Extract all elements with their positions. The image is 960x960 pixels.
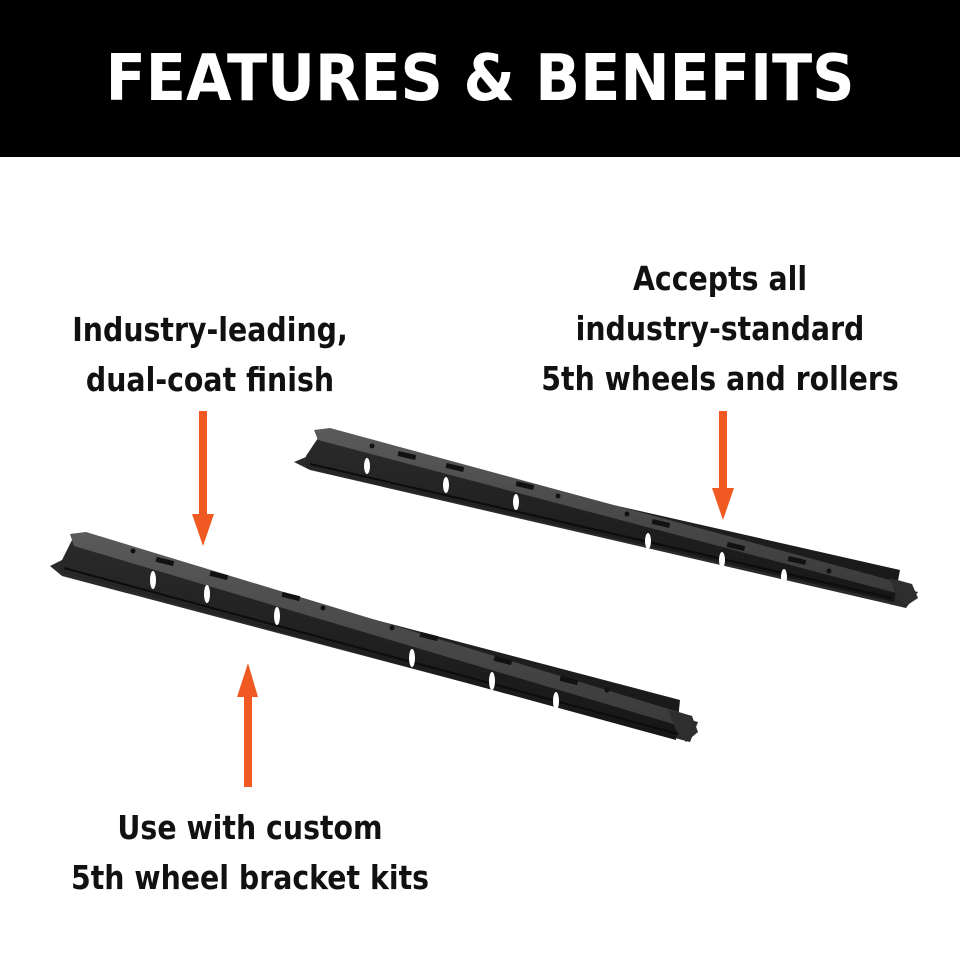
callout-line: Accepts all bbox=[632, 259, 808, 298]
callout-line: Use with custom bbox=[117, 808, 383, 847]
banner-title: FEATURES & BENEFITS bbox=[105, 41, 855, 116]
callout-line: industry-standard bbox=[575, 309, 865, 348]
callout-line: Industry-leading, bbox=[72, 310, 348, 349]
arrow-down-accepts-icon bbox=[712, 411, 734, 520]
features-benefits-banner: FEATURES & BENEFITS bbox=[0, 0, 960, 157]
callout-dual-coat-finish: Industry-leading, dual-coat finish bbox=[64, 305, 356, 405]
rail-back bbox=[294, 428, 918, 608]
callout-accepts-all: Accepts all industry-standard 5th wheels… bbox=[531, 254, 909, 404]
callout-line: 5th wheel bracket kits bbox=[70, 858, 430, 897]
callout-line: dual-coat finish bbox=[85, 360, 335, 399]
callout-custom-bracket-kits: Use with custom 5th wheel bracket kits bbox=[61, 803, 439, 903]
rail-front bbox=[50, 532, 698, 742]
callout-line: 5th wheels and rollers bbox=[541, 359, 899, 398]
arrow-down-finish-icon bbox=[192, 411, 214, 546]
arrow-up-custom-icon bbox=[237, 663, 258, 787]
